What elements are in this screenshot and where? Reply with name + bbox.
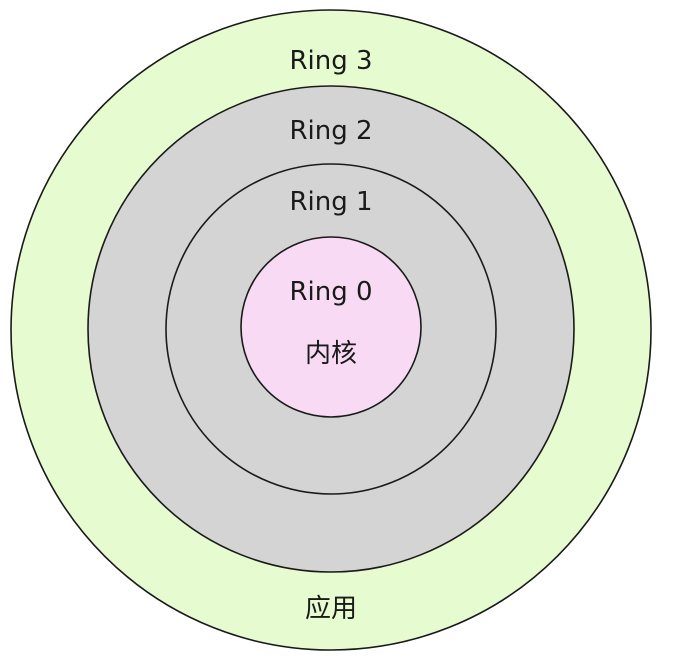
application-caption: 应用 <box>305 594 357 624</box>
ring-0-circle <box>240 236 422 418</box>
ring-0-label: Ring 0 <box>289 277 372 307</box>
ring-2-label: Ring 2 <box>289 116 372 146</box>
kernel-caption: 内核 <box>305 339 357 369</box>
ring-3-label: Ring 3 <box>289 46 372 76</box>
ring-1-label: Ring 1 <box>289 187 372 217</box>
